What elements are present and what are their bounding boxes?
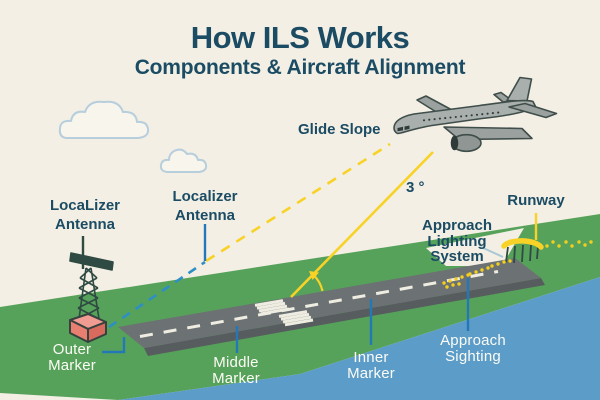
angle-arc (309, 271, 324, 292)
outer-marker-label: Outer Marker (48, 341, 96, 374)
cloud-icon (58, 100, 208, 173)
glide-slope-dashed-line (205, 142, 391, 263)
pointer-lines (102, 224, 470, 354)
localizer-antenna-left-label: LocaLizer Antenna (49, 197, 121, 233)
localizer-beam-dashed-line (108, 260, 206, 329)
airplane-windows (422, 111, 500, 122)
approach-lights-dots (442, 240, 593, 289)
glide-angle-label: 3 ° (406, 179, 425, 196)
inner-marker-label: Inner Marker (347, 349, 395, 382)
outer-marker-pointer (102, 337, 126, 354)
middle-marker-label: Middle Marker (212, 354, 260, 387)
page-subtitle: Components & Aircraft Alignment (134, 56, 466, 79)
touchdown-zone-markings (254, 299, 314, 327)
page-title: How ILS Works (190, 20, 410, 55)
glide-slope-label: Glide Slope (298, 121, 381, 138)
approach-sighting-label: Approach Sighting (440, 332, 506, 365)
marker-box-icon (69, 313, 107, 343)
approach-light-gantry-icon (501, 238, 544, 264)
airplane-icon (393, 76, 558, 153)
water (118, 277, 600, 400)
localizer-antenna-center-label: Localizer Antenna (172, 188, 238, 224)
runway-side-edge (144, 278, 545, 356)
runway-label: Runway (507, 192, 565, 209)
approach-lighting-pointer (480, 246, 504, 258)
approach-lighting-system-label: Approach Lighting System (421, 217, 492, 265)
runway-centerline (139, 270, 499, 338)
